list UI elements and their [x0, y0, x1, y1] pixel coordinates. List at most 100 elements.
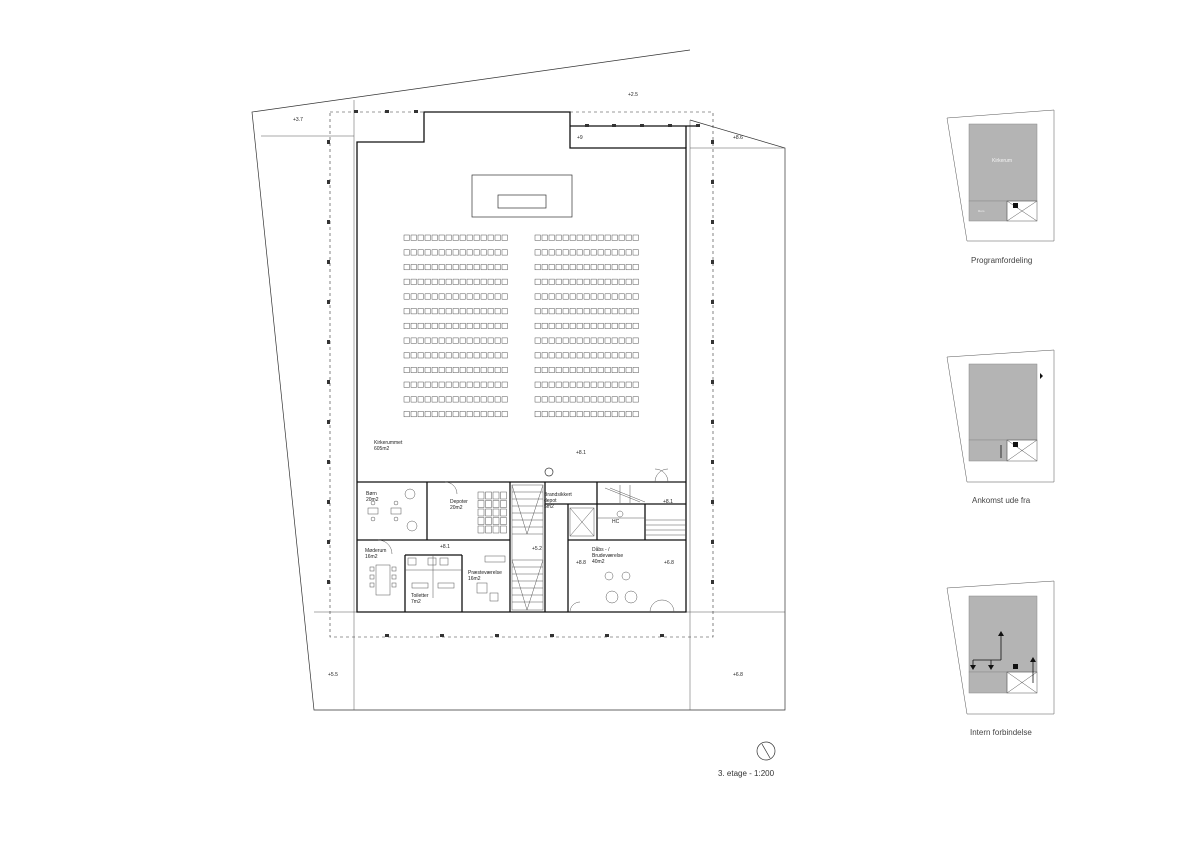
- pew-seat: [555, 381, 562, 388]
- pew-seat: [632, 322, 639, 329]
- pew-seat: [625, 352, 632, 359]
- pew-seat: [445, 396, 452, 403]
- pew-seat: [452, 308, 459, 315]
- pew-seat: [625, 249, 632, 256]
- north-arrow: [756, 741, 776, 761]
- pew-seat: [597, 396, 604, 403]
- room-area: 605m2: [374, 446, 390, 452]
- pew-seat: [541, 396, 548, 403]
- pew-seat: [403, 367, 410, 373]
- diagram-intern-forbindelse: [946, 580, 1055, 715]
- pew-seat: [410, 308, 417, 315]
- level-label: +2.5: [628, 92, 638, 98]
- pew-seat: [590, 308, 597, 315]
- pew-seat: [534, 396, 541, 403]
- pew-seat: [576, 293, 583, 300]
- pew-seat: [604, 352, 611, 359]
- pew-seat: [625, 278, 632, 285]
- pew-seat: [555, 249, 562, 256]
- pew-seat: [583, 322, 590, 329]
- pew-seat: [452, 322, 459, 329]
- pew-seat: [494, 381, 501, 388]
- pew-seat: [555, 322, 562, 329]
- pew-seat: [583, 367, 590, 373]
- pew-seat: [431, 308, 438, 315]
- pew-seat: [438, 308, 445, 315]
- pew-seat: [548, 308, 555, 315]
- pew-seat: [445, 278, 452, 285]
- pew-seat: [632, 264, 639, 271]
- pew-seat: [590, 293, 597, 300]
- level-label: +6.8: [733, 672, 743, 678]
- pew-seat: [487, 322, 494, 329]
- pew-seat: [494, 367, 501, 373]
- pew-seat: [569, 352, 576, 359]
- pew-seat: [569, 396, 576, 403]
- pew-seat: [410, 264, 417, 271]
- room-name: Dåbs - /: [592, 546, 610, 553]
- pew-seat: [604, 381, 611, 388]
- pew-seat: [611, 396, 618, 403]
- site-boundary: [251, 49, 786, 711]
- pew-seat: [534, 381, 541, 388]
- pew-seat: [480, 264, 487, 271]
- pew-seat: [466, 352, 473, 359]
- pew-seat: [597, 278, 604, 285]
- pew-seat: [534, 264, 541, 271]
- pew-seat: [452, 396, 459, 403]
- pew-seat: [562, 278, 569, 285]
- pew-seat: [487, 278, 494, 285]
- pew-seat: [438, 293, 445, 300]
- pew-seat: [632, 249, 639, 256]
- diagram-programfordeling: Kirkerum Rum: [946, 109, 1055, 242]
- pew-seat: [569, 337, 576, 344]
- pew-seat: [548, 249, 555, 256]
- pew-seat: [534, 293, 541, 300]
- pew-seat: [548, 264, 555, 271]
- pew-seat: [424, 264, 431, 271]
- service-block-walls: [357, 482, 686, 612]
- pew-seat: [452, 293, 459, 300]
- pew-seat: [632, 352, 639, 359]
- elevator: [569, 507, 595, 537]
- pew-seat: [632, 381, 639, 388]
- pew-seat: [590, 337, 597, 344]
- pew-seat: [424, 278, 431, 285]
- pew-seat: [445, 293, 452, 300]
- pew-seat: [452, 249, 459, 256]
- pew-seat: [597, 337, 604, 344]
- pew-seat: [501, 278, 508, 285]
- pew-seat: [459, 264, 466, 271]
- room-name: Brudeværelse: [592, 553, 623, 559]
- pew-seat: [452, 352, 459, 359]
- level-label: +6.8: [664, 560, 674, 566]
- pew-seat: [494, 396, 501, 403]
- pew-seat: [562, 411, 569, 418]
- pew-seat: [431, 367, 438, 373]
- pew-seat: [611, 322, 618, 329]
- pew-seat: [480, 322, 487, 329]
- pew-seat: [541, 337, 548, 344]
- room-name: HC: [612, 519, 620, 525]
- pew-seat: [473, 381, 480, 388]
- pew-seat: [466, 322, 473, 329]
- pew-seat: [445, 367, 452, 373]
- pew-seat: [541, 293, 548, 300]
- room-name: Børn: [366, 491, 377, 497]
- depot-shelf: [477, 500, 485, 508]
- pew-seat: [597, 234, 604, 241]
- pew-seat: [466, 367, 473, 373]
- pew-seat: [466, 293, 473, 300]
- depot-shelf: [492, 508, 500, 517]
- pew-seat: [611, 249, 618, 256]
- pew-seat: [576, 381, 583, 388]
- pew-seat: [480, 234, 487, 241]
- pew-seat: [438, 264, 445, 271]
- pew-seat: [501, 293, 508, 300]
- level-label: +8.1: [663, 499, 673, 505]
- pew-seat: [597, 367, 604, 373]
- column-markers: [327, 110, 714, 637]
- pew-seat: [534, 337, 541, 344]
- pew-seat: [597, 381, 604, 388]
- pew-seat: [473, 367, 480, 373]
